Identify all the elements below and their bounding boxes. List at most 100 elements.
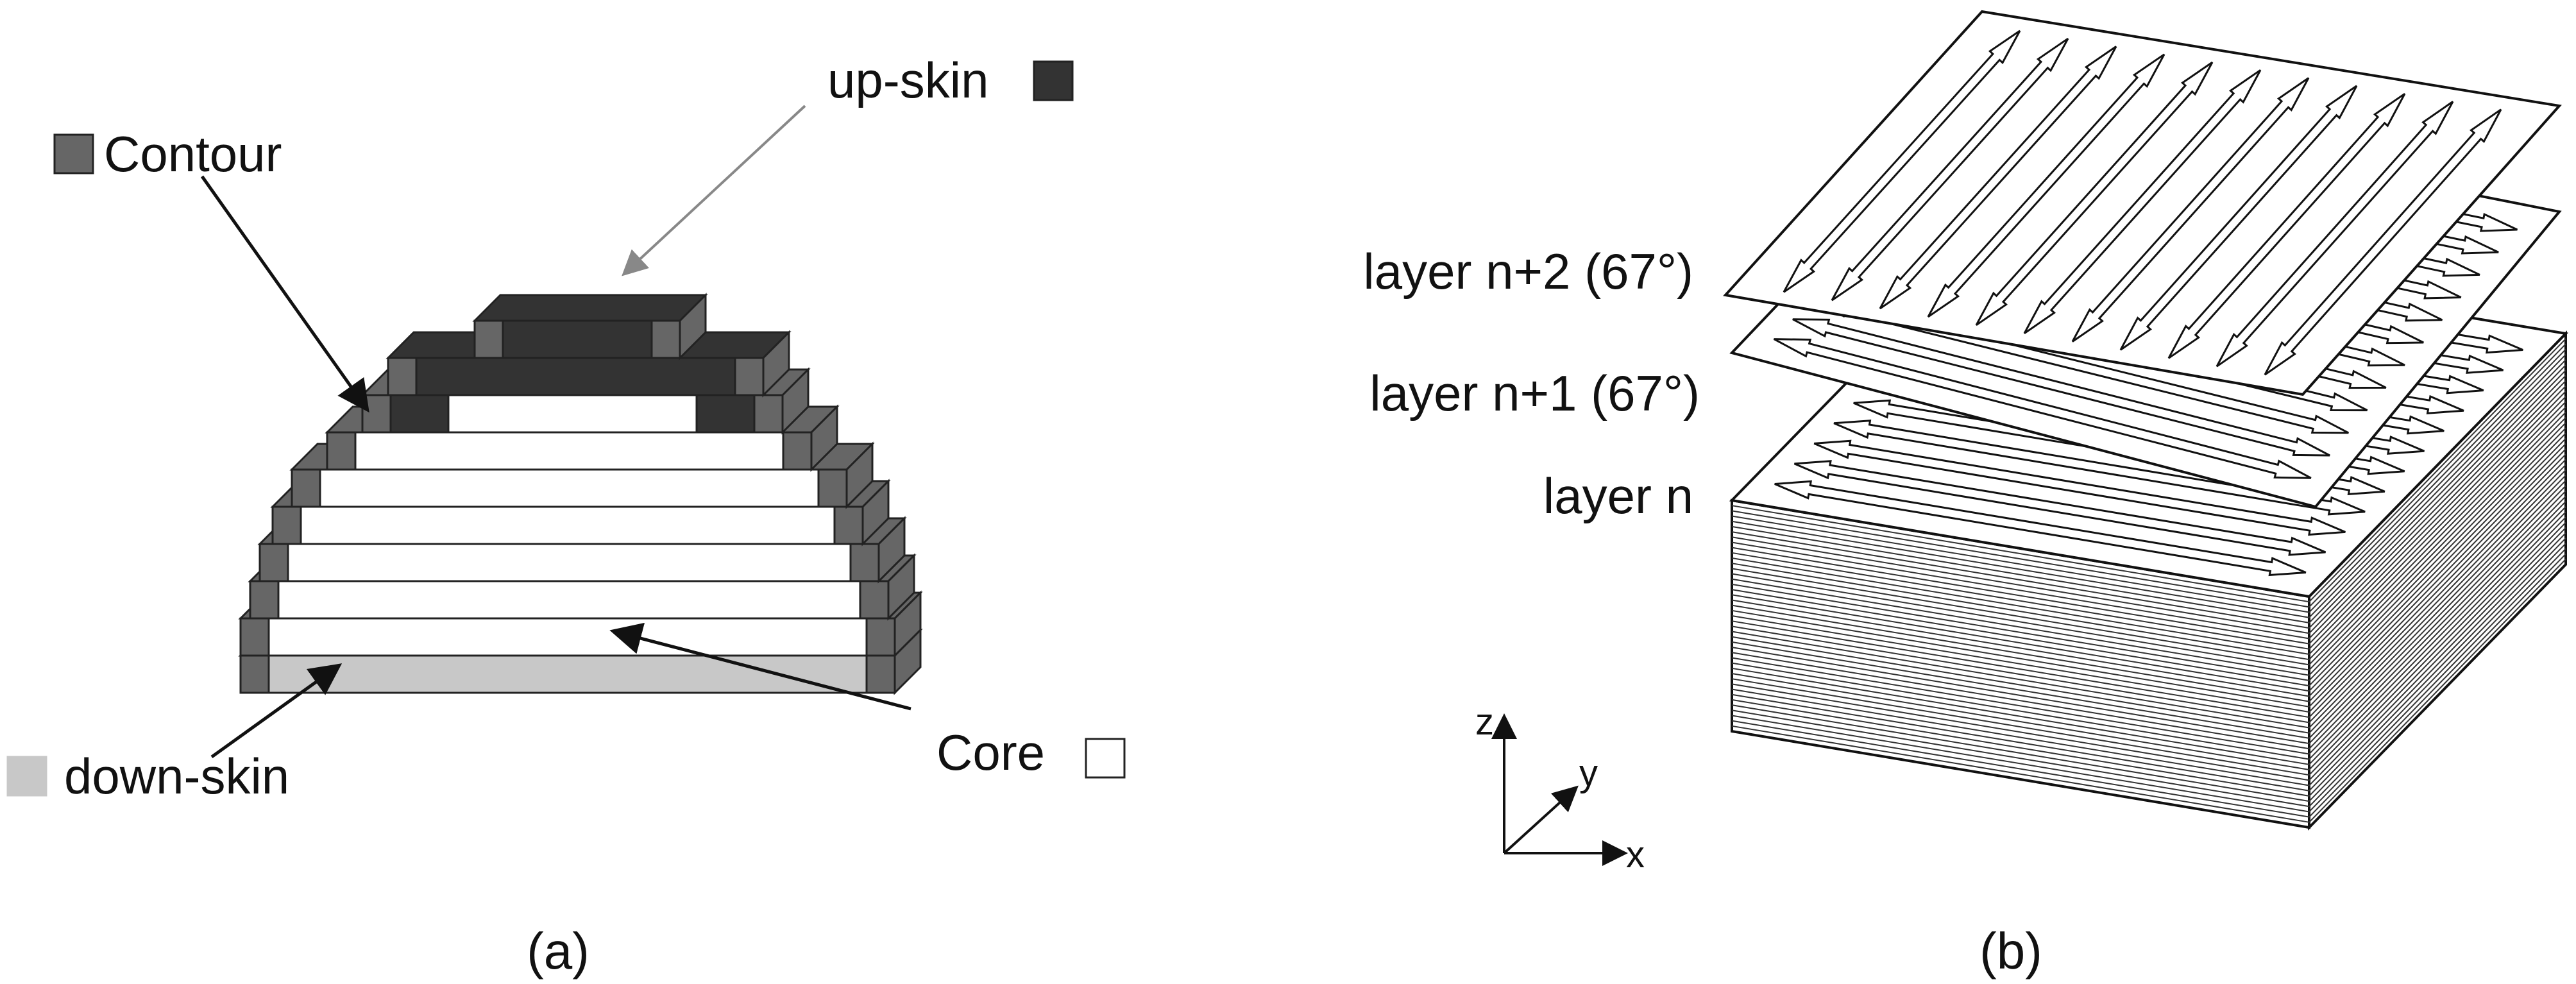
scan-vector-arrow: [2264, 108, 2502, 376]
contour-legend-swatch: [53, 133, 94, 174]
block-layer-line: [2309, 343, 2566, 608]
block-layer-line: [2309, 506, 2566, 770]
block-layer-line: [2309, 364, 2566, 629]
down-skin-pointer-arrow: [210, 663, 343, 759]
x-axis-label: x: [1626, 834, 1645, 876]
core-label: Core: [936, 724, 1045, 781]
block-layer-line: [2309, 391, 2566, 655]
core-region: [277, 580, 861, 620]
block-layer-line: [2309, 511, 2566, 776]
coordinate-axes: z x y: [1475, 701, 1645, 876]
scan-vector-arrow: [1833, 420, 2366, 516]
core-region: [300, 505, 836, 545]
block-layer-line: [2309, 437, 2566, 702]
block-layer-line: [2309, 527, 2566, 792]
core-legend-swatch: [1085, 738, 1126, 779]
scan-vector-arrow: [1831, 37, 2069, 301]
layer-top-face: [472, 294, 708, 322]
block-layer-line: [1731, 604, 2310, 702]
y-axis-label: y: [1579, 752, 1598, 794]
layer-n1-label: layer n+1 (67°): [1369, 365, 1700, 421]
block-layer-line: [2309, 417, 2566, 681]
layer-n-label: layer n: [1543, 468, 1693, 524]
layer-n2-sheet: [1723, 10, 2562, 396]
scan-vector-arrow: [2071, 77, 2310, 343]
block-layer-line: [1731, 541, 2310, 640]
scan-vector-arrow: [1773, 338, 2312, 479]
up-skin-region: [415, 357, 736, 396]
panel-b-caption: (b): [1979, 922, 2042, 980]
block-layer-line: [1731, 667, 2310, 765]
block-layer-line: [2309, 516, 2566, 781]
block-layer-line: [1731, 641, 2310, 739]
block-layer-lines: [1731, 338, 2566, 823]
block-layer-line: [2309, 553, 2566, 818]
scan-vector-arrow: [2119, 85, 2358, 351]
scan-vector-arrow: [1813, 439, 2346, 536]
block-layer-line: [2309, 522, 2566, 786]
up-skin-region: [695, 394, 756, 434]
block-layer-line: [2309, 448, 2566, 713]
block-layer-line: [1731, 552, 2310, 650]
panel-b: layer n+2 (67°) layer n+1 (67°) layer n …: [1363, 10, 2569, 980]
block-layer-line: [2309, 443, 2566, 708]
scan-vector-arrow: [1879, 46, 2117, 310]
block-layer-line: [1731, 568, 2310, 666]
block-layer-line: [1731, 573, 2310, 671]
block-layer-line: [1731, 599, 2310, 697]
up-skin-region: [502, 319, 653, 359]
block-layer-line: [1731, 563, 2310, 661]
block-layer-line: [1731, 693, 2310, 792]
block-layer-line: [1731, 531, 2310, 629]
block-layer-line: [1731, 589, 2310, 687]
core-region: [354, 431, 784, 471]
block-layer-line: [2309, 432, 2566, 697]
scan-vector-arrow: [1792, 318, 2330, 457]
block-layer-line: [2309, 359, 2566, 623]
down-skin-label: down-skin: [64, 748, 289, 804]
up-skin-legend-swatch: [1033, 60, 1074, 101]
block-layer-line: [1731, 515, 2310, 613]
block-layer-line: [1731, 652, 2310, 750]
block-layer-line: [1731, 673, 2310, 770]
contour-label: Contour: [104, 126, 282, 182]
block-layer-line: [2309, 386, 2566, 650]
block-layer-line: [1731, 557, 2310, 655]
up-skin-region: [389, 394, 450, 434]
block-layer-line: [1731, 625, 2310, 724]
block-layer-line: [1731, 583, 2310, 681]
block-layer-line: [1731, 704, 2310, 802]
block-layer-line: [2309, 369, 2566, 634]
block-layer-line: [1731, 620, 2310, 718]
scan-vector-arrow: [2216, 101, 2454, 368]
block-layer-line: [1731, 525, 2310, 623]
block-layer-line: [1731, 720, 2310, 818]
block-layer-line: [2309, 538, 2566, 802]
layered-part-a: [238, 293, 923, 695]
contour-pointer-arrow: [200, 175, 369, 413]
block-layer-line: [1731, 520, 2310, 618]
block-layer-line: [1731, 662, 2310, 760]
block-layer-line: [2309, 464, 2566, 729]
block-layer-line: [2309, 422, 2566, 686]
block-layer-line: [2309, 406, 2566, 671]
block-layer-line: [1731, 578, 2310, 676]
block-layer-line: [2309, 470, 2566, 734]
scan-vector-arrow: [2023, 69, 2262, 334]
block-layer-line: [2309, 396, 2566, 660]
y-axis: [1503, 785, 1579, 854]
block-layer-line: [1731, 631, 2310, 729]
block-layer-line: [2309, 543, 2566, 807]
panel-a: Contour up-skin down-skin Core (a): [6, 52, 1126, 980]
up-skin-label: up-skin: [827, 52, 988, 108]
part-layer: [472, 293, 708, 361]
block-layer-line: [2309, 459, 2566, 724]
scan-vector-arrow: [2167, 92, 2406, 359]
scan-vector-arrow: [1793, 460, 2326, 556]
block-layer-line: [1731, 699, 2310, 797]
block-layer-line: [1731, 505, 2310, 603]
block-layer-line: [1731, 715, 2310, 813]
core-region: [267, 617, 868, 657]
z-axis-label: z: [1475, 701, 1494, 743]
